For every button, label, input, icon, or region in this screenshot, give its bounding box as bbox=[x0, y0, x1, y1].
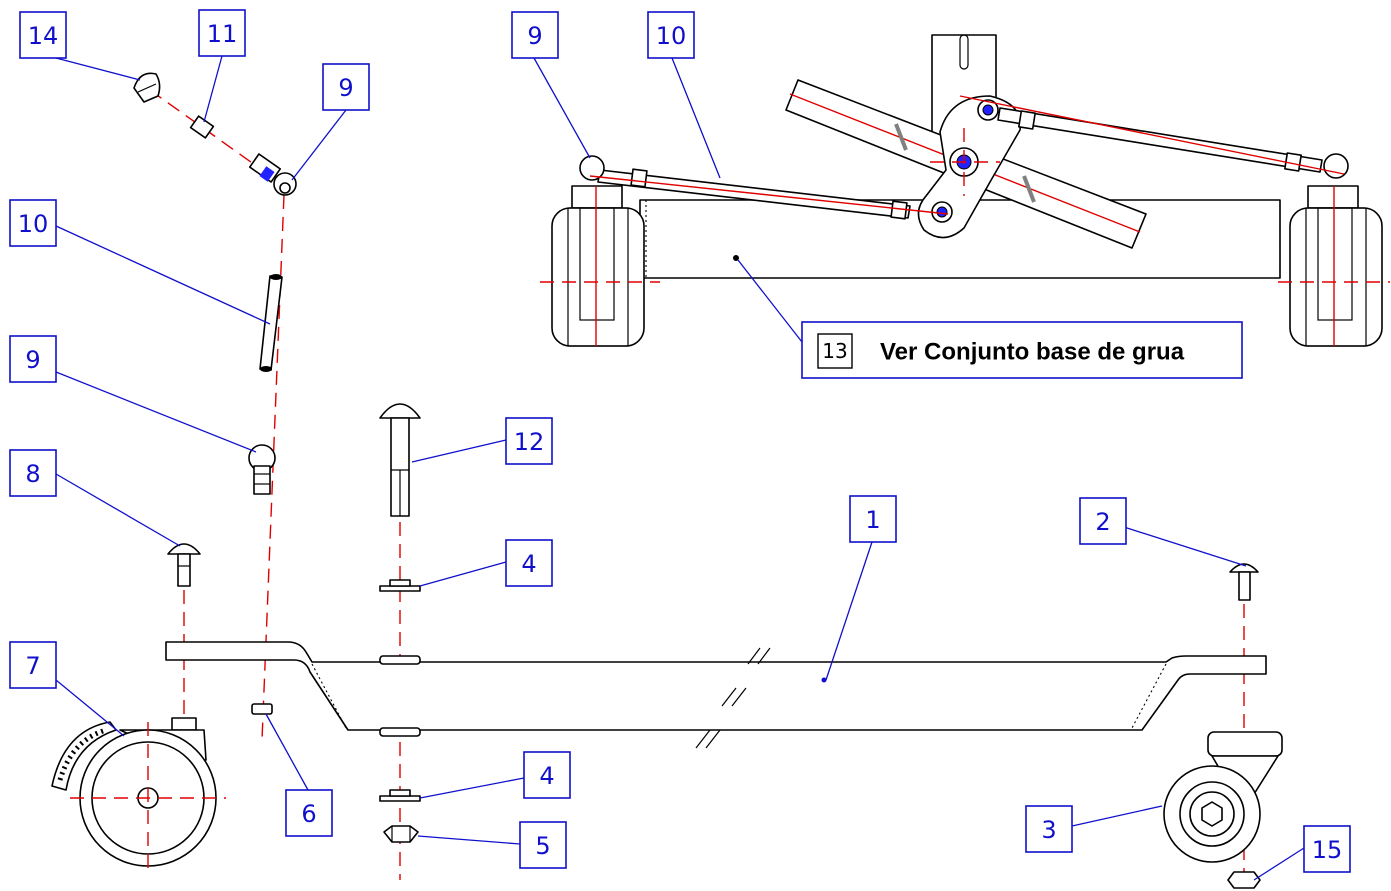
part-6-nut bbox=[251, 703, 273, 715]
part-9-ball-joint-bottom bbox=[248, 444, 276, 495]
svg-text:10: 10 bbox=[656, 22, 687, 50]
note-13-reference: 13 Ver Conjunto base de grua bbox=[801, 321, 1243, 379]
balloon-2: 2 bbox=[1079, 497, 1127, 545]
svg-text:12: 12 bbox=[514, 428, 545, 456]
balloon-4-top: 4 bbox=[505, 539, 553, 587]
balloon-6: 6 bbox=[285, 789, 333, 837]
svg-text:9: 9 bbox=[25, 346, 40, 374]
balloon-9-top: 9 bbox=[322, 63, 370, 111]
assembled-base-view bbox=[540, 34, 1390, 347]
svg-text:4: 4 bbox=[539, 762, 554, 790]
part-15-nut bbox=[1227, 871, 1261, 889]
svg-text:2: 2 bbox=[1095, 508, 1110, 536]
balloon-4-bottom: 4 bbox=[523, 751, 571, 799]
svg-text:1: 1 bbox=[865, 506, 880, 534]
balloon-10-assembly: 10 bbox=[647, 11, 695, 59]
balloon-9-middle: 9 bbox=[9, 335, 57, 383]
svg-text:5: 5 bbox=[535, 832, 550, 860]
svg-text:15: 15 bbox=[1312, 836, 1343, 864]
part-1-base-beam bbox=[165, 641, 1267, 749]
balloon-3: 3 bbox=[1025, 805, 1073, 853]
svg-text:4: 4 bbox=[521, 550, 536, 578]
balloon-9-assembly: 9 bbox=[511, 11, 559, 59]
part-11-nut bbox=[189, 115, 215, 139]
balloon-7: 7 bbox=[9, 641, 57, 689]
svg-text:9: 9 bbox=[338, 74, 353, 102]
balloon-1: 1 bbox=[849, 495, 897, 543]
balloon-15: 15 bbox=[1303, 825, 1351, 873]
svg-text:9: 9 bbox=[527, 22, 542, 50]
svg-text:11: 11 bbox=[207, 20, 238, 48]
balloon-12: 12 bbox=[505, 417, 553, 465]
svg-text:7: 7 bbox=[25, 652, 40, 680]
part-5-nut bbox=[383, 825, 419, 843]
balloon-5: 5 bbox=[519, 821, 567, 869]
svg-text:8: 8 bbox=[25, 460, 40, 488]
part-10-rod bbox=[259, 274, 283, 372]
part-12-bolt bbox=[379, 403, 421, 880]
part-7-caster-brake bbox=[51, 717, 226, 870]
balloon-10-left: 10 bbox=[9, 199, 57, 247]
part-9-ball-joint-top bbox=[248, 153, 297, 196]
svg-text:3: 3 bbox=[1041, 816, 1056, 844]
balloon-8: 8 bbox=[9, 449, 57, 497]
part-4-washer-bottom bbox=[379, 789, 421, 802]
part-8-bolt bbox=[167, 543, 201, 730]
note-number: 13 bbox=[822, 339, 847, 363]
svg-text:10: 10 bbox=[18, 210, 49, 238]
balloon-14: 14 bbox=[19, 11, 67, 59]
balloon-11: 11 bbox=[198, 9, 246, 57]
svg-text:6: 6 bbox=[301, 800, 316, 828]
svg-text:14: 14 bbox=[28, 22, 59, 50]
note-text: Ver Conjunto base de grua bbox=[880, 339, 1185, 366]
part-3-caster bbox=[1163, 731, 1283, 863]
part-4-washer-top bbox=[379, 579, 421, 592]
part-14-cap bbox=[133, 72, 161, 103]
